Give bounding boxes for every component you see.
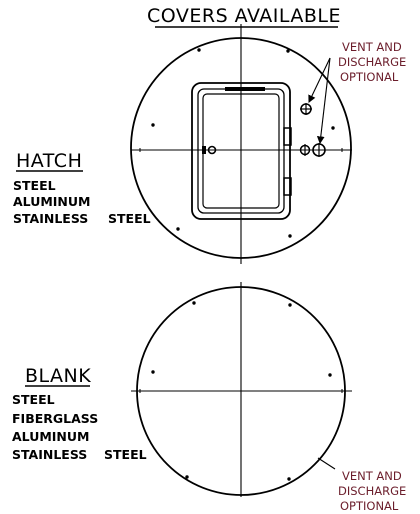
hatch-bolt-dot [197, 48, 201, 52]
hatch-material-stainless: STAINLESS [13, 211, 88, 226]
blank-vent-note-line-1: VENT AND [342, 469, 402, 483]
hatch-material-stainless-steel: STEEL [108, 211, 151, 226]
hatch-cover [130, 24, 352, 264]
note-leader-line [316, 57, 331, 145]
blank-note-leader-line [317, 457, 336, 470]
blank-vent-note-line-3: OPTIONAL [340, 499, 399, 513]
diagram-title: COVERS AVAILABLE [147, 5, 341, 27]
blank-bolt-dot [288, 303, 292, 307]
blank-heading: BLANK [25, 365, 91, 387]
blank-vent-note-line-2: DISCHARGE [338, 484, 406, 498]
hatch-bolt-dot [331, 126, 335, 130]
hatch-door-outer-frame [191, 82, 291, 220]
blank-bolt-dot [151, 370, 155, 374]
blank-bolt-dot [287, 477, 291, 481]
hatch-hinge-top [283, 127, 292, 146]
hatch-latch-knob [207, 145, 217, 155]
blank-material-aluminum: ALUMINUM [12, 429, 89, 444]
hatch-bolt-dot [286, 49, 290, 53]
hatch-heading: HATCH [16, 150, 82, 172]
hatch-vent-note-line-1: VENT AND [342, 40, 402, 54]
vent-fitting-upper [300, 103, 312, 115]
blank-bolt-dot [328, 373, 332, 377]
hatch-hinge-bottom [283, 177, 292, 196]
hatch-door-top-strip [225, 87, 265, 91]
hatch-vent-note-line-2: DISCHARGE [338, 55, 406, 69]
hatch-material-steel: STEEL [13, 178, 56, 193]
blank-material-steel: STEEL [12, 392, 55, 407]
hatch-bolt-dot [176, 227, 180, 231]
blank-cover [131, 282, 352, 497]
hatch-bolt-dot [151, 123, 155, 127]
blank-material-stainless-steel: STEEL [104, 447, 147, 462]
hatch-door [191, 82, 292, 220]
blank-material-stainless: STAINLESS [12, 447, 87, 462]
hatch-latch [202, 146, 206, 154]
blank-bolt-dot [185, 475, 189, 479]
hatch-bolt-dot [288, 234, 292, 238]
vent-fitting-lower-left [299, 144, 311, 156]
note-leader-line [308, 57, 331, 103]
blank-material-fiberglass: FIBERGLASS [12, 411, 98, 426]
blank-bolt-dot [192, 301, 196, 305]
hatch-material-aluminum: ALUMINUM [13, 194, 90, 209]
hatch-vent-note-line-3: OPTIONAL [340, 70, 399, 84]
